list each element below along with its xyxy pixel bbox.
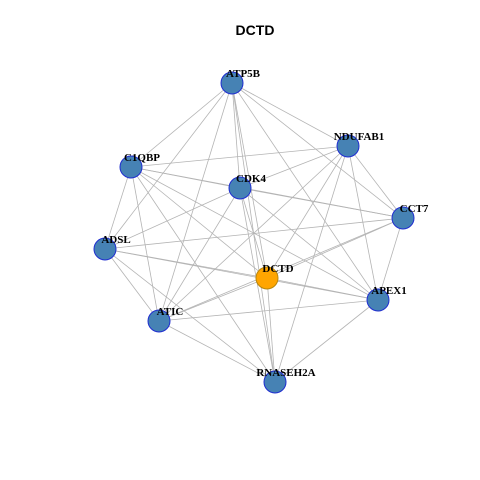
node-label-dctd: DCTD [262, 263, 293, 275]
node-cdk4 [228, 176, 252, 200]
node-atic [147, 309, 171, 333]
edge-cct7-atic [158, 217, 404, 322]
edge-dctd-atic [158, 277, 268, 322]
node-adsl [93, 237, 117, 261]
node-ndufab1 [336, 134, 360, 158]
node-layer [93, 71, 415, 394]
edge-adsl-rnaseh2a [104, 248, 276, 383]
node-label-atp5b: ATP5B [226, 68, 261, 80]
edge-ndufab1-dctd [266, 145, 349, 279]
graph-title: DCTD [236, 22, 275, 38]
node-label-cdk4: CDK4 [236, 173, 266, 185]
edge-dctd-apex1 [266, 277, 379, 301]
node-label-atic: ATIC [157, 306, 184, 318]
edge-atp5b-c1qbp [130, 82, 233, 168]
node-label-c1qbp: C1QBP [124, 152, 160, 164]
edge-cdk4-atic [158, 187, 241, 322]
edge-atp5b-cdk4 [231, 82, 241, 189]
edge-apex1-atic [158, 299, 379, 322]
node-dctd [255, 266, 279, 290]
edge-ndufab1-cct7 [347, 145, 404, 219]
edge-cdk4-rnaseh2a [239, 187, 276, 383]
edge-atp5b-cct7 [231, 82, 404, 219]
node-cct7 [391, 206, 415, 230]
edge-c1qbp-adsl [104, 166, 132, 250]
node-rnaseh2a [263, 370, 287, 394]
node-label-adsl: ADSL [101, 234, 130, 246]
node-label-apex1: APEX1 [371, 285, 406, 297]
node-apex1 [366, 288, 390, 312]
edge-dctd-rnaseh2a [266, 277, 276, 383]
node-label-rnaseh2a: RNASEH2A [256, 367, 315, 379]
edge-cdk4-apex1 [239, 187, 379, 301]
edge-cdk4-dctd [239, 187, 268, 279]
edge-atp5b-ndufab1 [231, 82, 349, 147]
edge-cdk4-cct7 [239, 187, 404, 219]
edge-cct7-adsl [104, 217, 404, 250]
edge-cct7-apex1 [377, 217, 404, 301]
edge-ndufab1-apex1 [347, 145, 379, 301]
edge-c1qbp-atic [130, 166, 160, 322]
edge-atp5b-dctd [231, 82, 268, 279]
edge-atp5b-adsl [104, 82, 233, 250]
node-c1qbp [119, 155, 143, 179]
edge-c1qbp-rnaseh2a [130, 166, 276, 383]
edge-adsl-apex1 [104, 248, 379, 301]
edge-c1qbp-dctd [130, 166, 268, 279]
node-label-cct7: CCT7 [400, 203, 429, 215]
edge-cdk4-adsl [104, 187, 241, 250]
node-label-ndufab1: NDUFAB1 [334, 131, 385, 143]
node-atp5b [220, 71, 244, 95]
edge-ndufab1-c1qbp [130, 145, 349, 168]
edge-apex1-rnaseh2a [274, 299, 379, 383]
edge-layer [104, 82, 404, 383]
edge-atp5b-apex1 [231, 82, 379, 301]
edge-adsl-atic [104, 248, 160, 322]
edge-ndufab1-cdk4 [239, 145, 349, 189]
edge-atic-rnaseh2a [158, 320, 276, 383]
